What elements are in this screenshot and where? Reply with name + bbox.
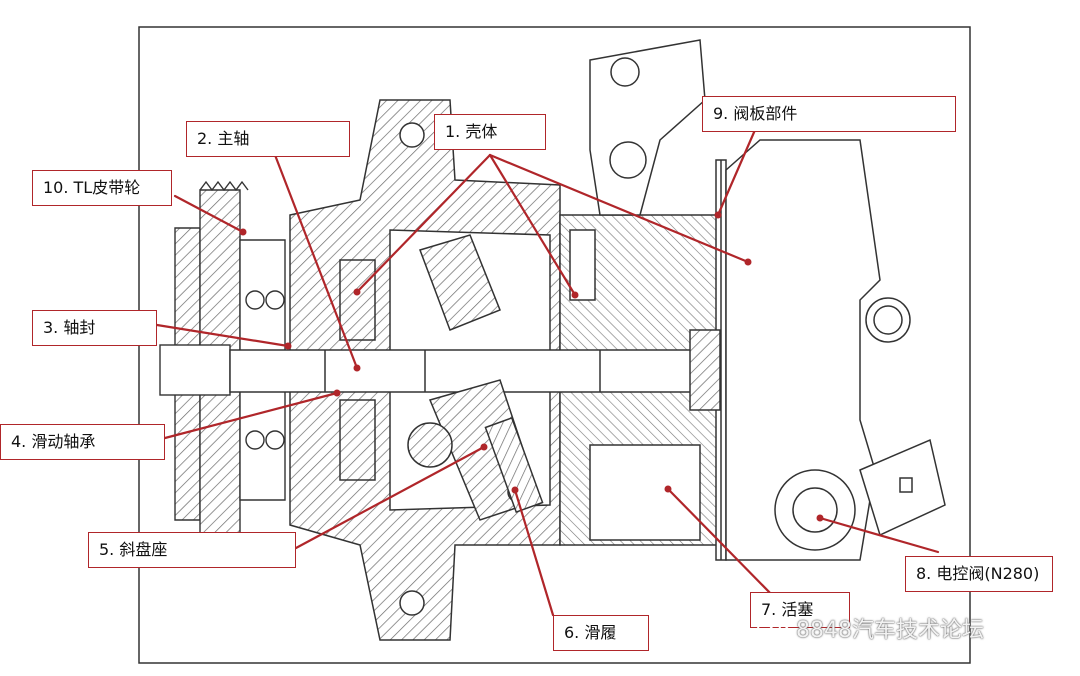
rear-head-drawing — [589, 39, 946, 561]
watermark-text: 8848汽车技术论坛 — [796, 618, 984, 643]
label-housing: 1. 壳体 — [434, 114, 546, 150]
callout-dots — [239, 211, 824, 522]
watermark: 8848汽车技术论坛 — [756, 610, 984, 646]
callout-lines — [155, 128, 940, 617]
label-swash-plate-seat: 5. 斜盘座 — [88, 532, 296, 568]
label-piston: 7. 活塞 — [750, 592, 850, 628]
label-slipper: 6. 滑履 — [553, 615, 649, 651]
label-main-shaft: 2. 主轴 — [186, 121, 350, 157]
label-pulley: 10. TL皮带轮 — [32, 170, 172, 206]
wechat-icon — [757, 616, 789, 639]
label-shaft-seal: 3. 轴封 — [32, 310, 157, 346]
label-valve-plate: 9. 阀板部件 — [702, 96, 956, 132]
label-control-valve: 8. 电控阀(N280) — [905, 556, 1053, 592]
main-shaft-drawing — [229, 259, 721, 481]
label-sliding-bearing: 4. 滑动轴承 — [0, 424, 165, 460]
